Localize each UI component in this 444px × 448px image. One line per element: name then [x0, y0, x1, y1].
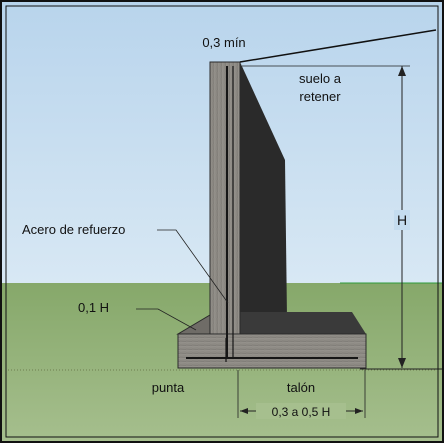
heel-label: talón [287, 380, 315, 395]
heel-arrow-left [240, 408, 248, 414]
height-label-bg [394, 210, 410, 230]
diagram-inner-frame [5, 5, 439, 438]
wall-stem-side-face [240, 62, 287, 340]
height-arrow-bottom [398, 358, 406, 368]
soil-note-line1: suelo a [299, 71, 342, 86]
stem-base-leader-line [136, 308, 197, 331]
height-label: H [397, 212, 407, 228]
top-width-label: 0,3 mín [202, 35, 245, 50]
rebar-label: Acero de refuerzo [22, 222, 125, 237]
wall-base-slab [177, 333, 367, 369]
backfill-slope-line [239, 29, 437, 63]
soil-note-line2: retener [299, 89, 341, 104]
rebar-leader-line [157, 229, 229, 304]
height-arrow-top [398, 66, 406, 76]
base-heel-top-face [238, 312, 366, 340]
heel-width-label: 0,3 a 0,5 H [272, 405, 331, 419]
wall-stem [209, 61, 241, 335]
stem-base-label: 0,1 H [78, 300, 109, 315]
heel-width-label-bg [256, 403, 346, 419]
heel-arrow-right [355, 408, 363, 414]
toe-label: punta [152, 380, 185, 395]
